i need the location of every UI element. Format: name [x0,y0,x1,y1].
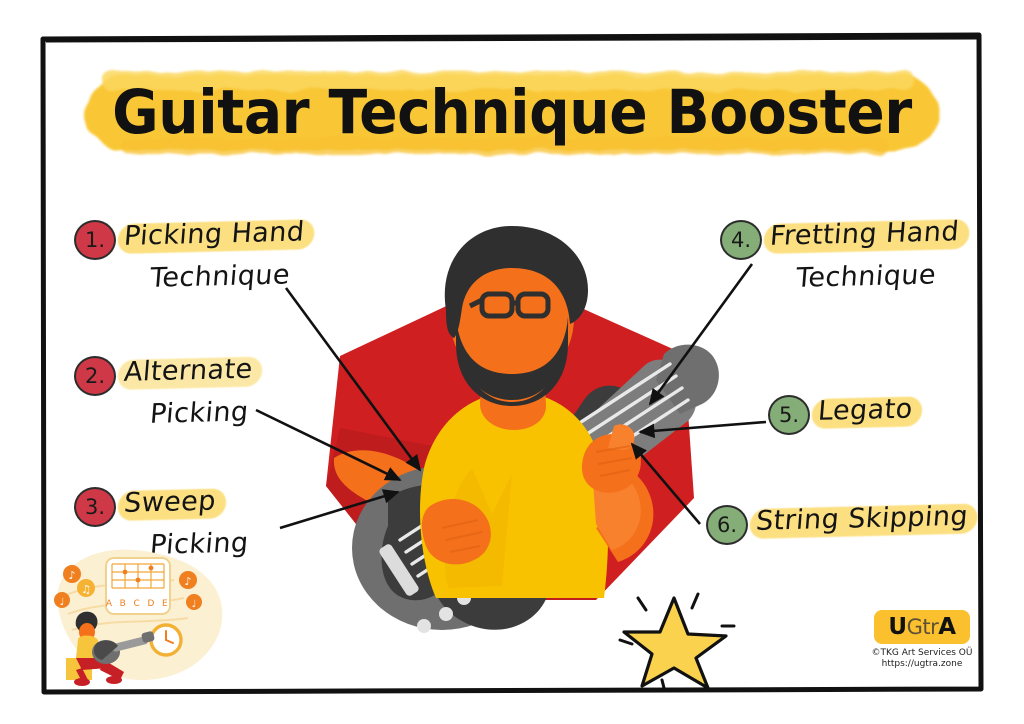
badge-number-4: 4. [720,220,762,260]
label-text-2: Alternate Picking [118,352,262,437]
copyright-text: ©TKG Art Services OÜ [871,648,973,658]
label-line-5a: Legato [810,388,924,433]
website-url[interactable]: https://ugtra.zone [881,659,963,670]
hair [444,226,588,338]
page-title: Guitar Technique Booster [112,76,912,148]
label-line-4b: Technique [794,259,938,295]
guitarist-illustration [326,226,719,633]
badge-number-5: 5. [768,395,810,435]
practice-vignette: A B C D E ♪ ♫ ♩ ♪ ♩ [54,549,223,686]
seated-guitarist [66,611,155,686]
clock-icon [149,623,183,657]
label-line-6a: String Skipping [748,495,979,543]
logo-first: U [888,614,907,640]
chord-chart-card: A B C D E [105,557,171,615]
star-doodle [618,592,736,690]
label-line-2a: Alternate [116,348,264,394]
label-line-4a: Fretting Hand [762,211,970,258]
label-line-1a: Picking Hand [116,211,316,258]
label-text-6: String Skipping [750,501,977,543]
title-highlight-stroke [86,72,938,154]
badge-number-1: 1. [74,220,116,260]
picking-hand [421,499,491,565]
title-block: Guitar Technique Booster [72,58,952,168]
note-bubbles: ♪ ♫ ♩ ♪ ♩ [54,565,202,610]
label-text-1: Picking Hand Technique [118,216,314,301]
face [450,250,574,386]
label-line-3a: Sweep [116,480,227,525]
svg-text:♩: ♩ [60,597,65,608]
logo-middle: Gtr [906,615,939,639]
label-text-4: Fretting Hand Technique [764,216,969,301]
svg-text:♫: ♫ [81,583,91,596]
svg-text:♪: ♪ [68,569,75,582]
logo-last: A [938,614,956,640]
svg-text:♪: ♪ [184,575,191,588]
label-line-1b: Technique [148,259,292,295]
chord-chart-letters: A B C D E [106,599,170,609]
label-line-2b: Picking [148,396,250,431]
label-text-5: Legato [812,391,922,433]
fretting-hand [582,424,641,493]
svg-text:♩: ♩ [192,599,197,610]
badge-number-6: 6. [706,505,748,545]
glasses-icon [468,291,551,319]
badge-number-2: 2. [74,356,116,396]
badge-number-3: 3. [74,487,116,527]
